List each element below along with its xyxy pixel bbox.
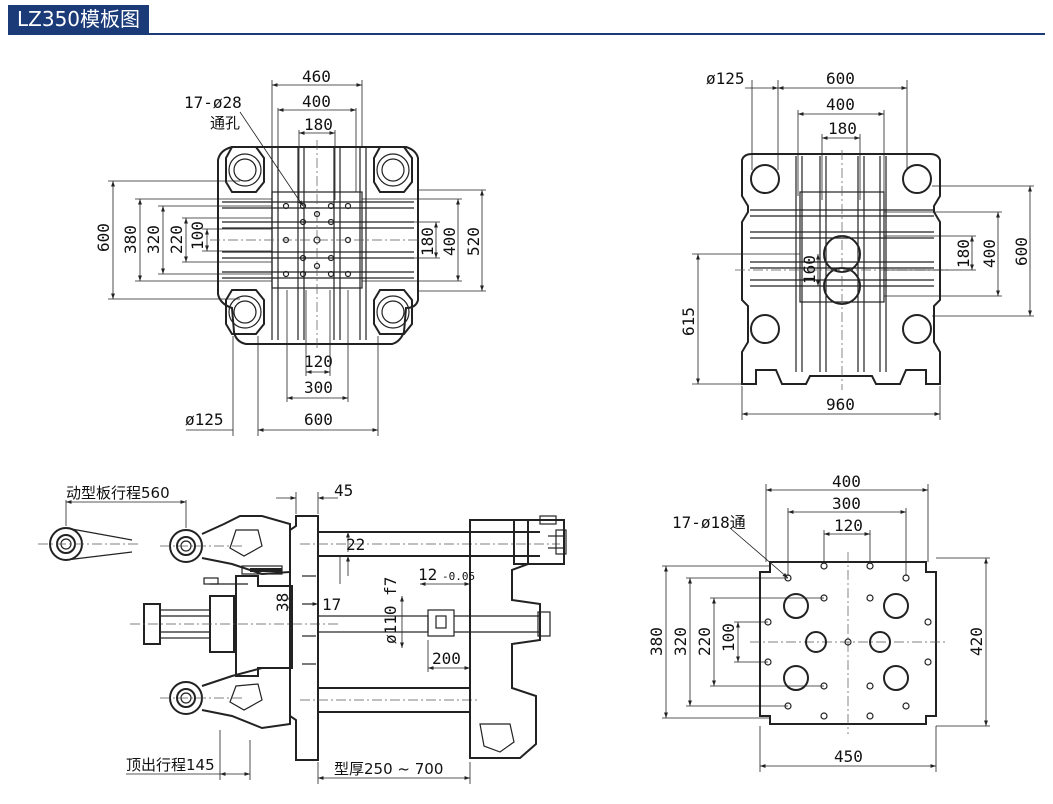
side-mold-thickness: 型厚250 ~ 700 xyxy=(334,760,443,778)
front-platen-outline xyxy=(217,146,419,345)
front-dim-380: 380 xyxy=(121,225,140,254)
tie-bar-boss-bl xyxy=(225,289,265,335)
front-dim-520: 520 xyxy=(464,227,483,256)
front-dim-180-r: 180 xyxy=(418,227,437,256)
rear-dim-180-r: 180 xyxy=(954,239,973,268)
front-dim-180: 180 xyxy=(304,115,333,134)
mold-plate-dim-120: 120 xyxy=(834,516,863,535)
tie-bar-boss-tl xyxy=(225,146,265,193)
rear-view: ø125 600 400 180 180 400 600 160 615 960 xyxy=(679,69,1034,420)
front-ribs xyxy=(222,148,414,340)
rear-platen-outline xyxy=(741,153,941,385)
rear-dim-600-r: 600 xyxy=(1012,237,1031,266)
mold-plate-dim-300: 300 xyxy=(832,494,861,513)
nozzle-area xyxy=(427,609,551,637)
front-dim-600-h: 600 xyxy=(304,410,333,429)
rear-dim-tie-bar: ø125 xyxy=(706,69,745,88)
front-view: 460 400 180 17-ø28 通孔 600 380 320 220 10… xyxy=(94,67,486,436)
rear-tie-hole-bl xyxy=(750,314,780,344)
mold-plate-dim-320: 320 xyxy=(671,627,690,656)
side-dim-45: 45 xyxy=(334,481,353,500)
side-dim-12-tolerance: -0.05 xyxy=(442,570,475,583)
front-dim-220: 220 xyxy=(167,225,186,254)
side-dim-200: 200 xyxy=(432,649,461,668)
moving-platen xyxy=(289,515,319,761)
front-holes-note: 17-ø28 xyxy=(184,93,242,112)
rear-tie-hole-br xyxy=(902,314,932,344)
mold-plate-large-holes xyxy=(783,593,909,691)
front-dim-tie-bar: ø125 xyxy=(185,410,224,429)
tie-bar-boss-tr xyxy=(373,146,413,193)
rear-dim-400-r: 400 xyxy=(980,239,999,268)
mold-plate-dim-220: 220 xyxy=(695,627,714,656)
rear-dim-600: 600 xyxy=(826,69,855,88)
toggle-lower xyxy=(160,667,291,730)
side-dim-38: 38 xyxy=(273,593,292,612)
moving-platen-bolts xyxy=(302,575,316,665)
hydraulic-block-upper xyxy=(513,515,567,565)
mold-plate-dim-100: 100 xyxy=(719,623,738,652)
mold-plate-dim-380: 380 xyxy=(647,627,666,656)
rear-dim-400: 400 xyxy=(826,95,855,114)
front-dim-300: 300 xyxy=(304,378,333,397)
toggle-link-left xyxy=(38,527,140,561)
side-dim-12: 12 xyxy=(418,565,437,584)
mold-plate-dim-450: 450 xyxy=(834,747,863,766)
side-ejector-stroke: 顶出行程145 xyxy=(126,756,215,774)
mold-plate-dim-400: 400 xyxy=(832,472,861,491)
rear-dim-615: 615 xyxy=(679,307,698,336)
mold-plate-holes-note: 17-ø18通 xyxy=(672,513,746,532)
front-dim-460: 460 xyxy=(302,67,331,86)
front-dim-120: 120 xyxy=(304,352,333,371)
side-dim-17: 17 xyxy=(322,595,341,614)
stationary-platen-inner xyxy=(479,723,515,753)
front-dim-600-v: 600 xyxy=(94,223,113,252)
title-rule xyxy=(8,33,1045,35)
title-bar: LZ350模板图 xyxy=(0,0,1053,40)
side-stroke-label: 动型板行程560 xyxy=(66,484,170,502)
mold-plate-outline xyxy=(759,561,937,725)
rear-dim-180: 180 xyxy=(828,119,857,138)
rear-dim-160: 160 xyxy=(800,255,819,284)
front-dim-100: 100 xyxy=(188,221,207,250)
rear-tie-hole-tr xyxy=(902,164,932,194)
front-dim-400: 400 xyxy=(302,92,331,111)
side-view: 动型板行程560 45 22 38 17 12 -0.05 ø110 f7 20… xyxy=(38,481,567,784)
mold-plate-dim-420: 420 xyxy=(967,627,986,656)
front-dim-320: 320 xyxy=(144,225,163,254)
rear-tie-hole-tl xyxy=(750,164,780,194)
page-title: LZ350模板图 xyxy=(8,5,150,33)
toggle-upper xyxy=(160,515,291,576)
rear-dim-960: 960 xyxy=(826,395,855,414)
side-shaft-diameter: ø110 f7 xyxy=(381,577,400,644)
tie-bar-boss-br xyxy=(373,289,413,335)
crosshead xyxy=(203,565,293,677)
front-holes-note-through: 通孔 xyxy=(210,114,240,132)
side-dim-22: 22 xyxy=(346,535,365,554)
mold-plate-view: 17-ø18通 400 300 120 380 320 220 100 420 … xyxy=(647,472,990,772)
mold-plate-small-holes xyxy=(764,562,932,720)
front-dim-400-r: 400 xyxy=(440,227,459,256)
